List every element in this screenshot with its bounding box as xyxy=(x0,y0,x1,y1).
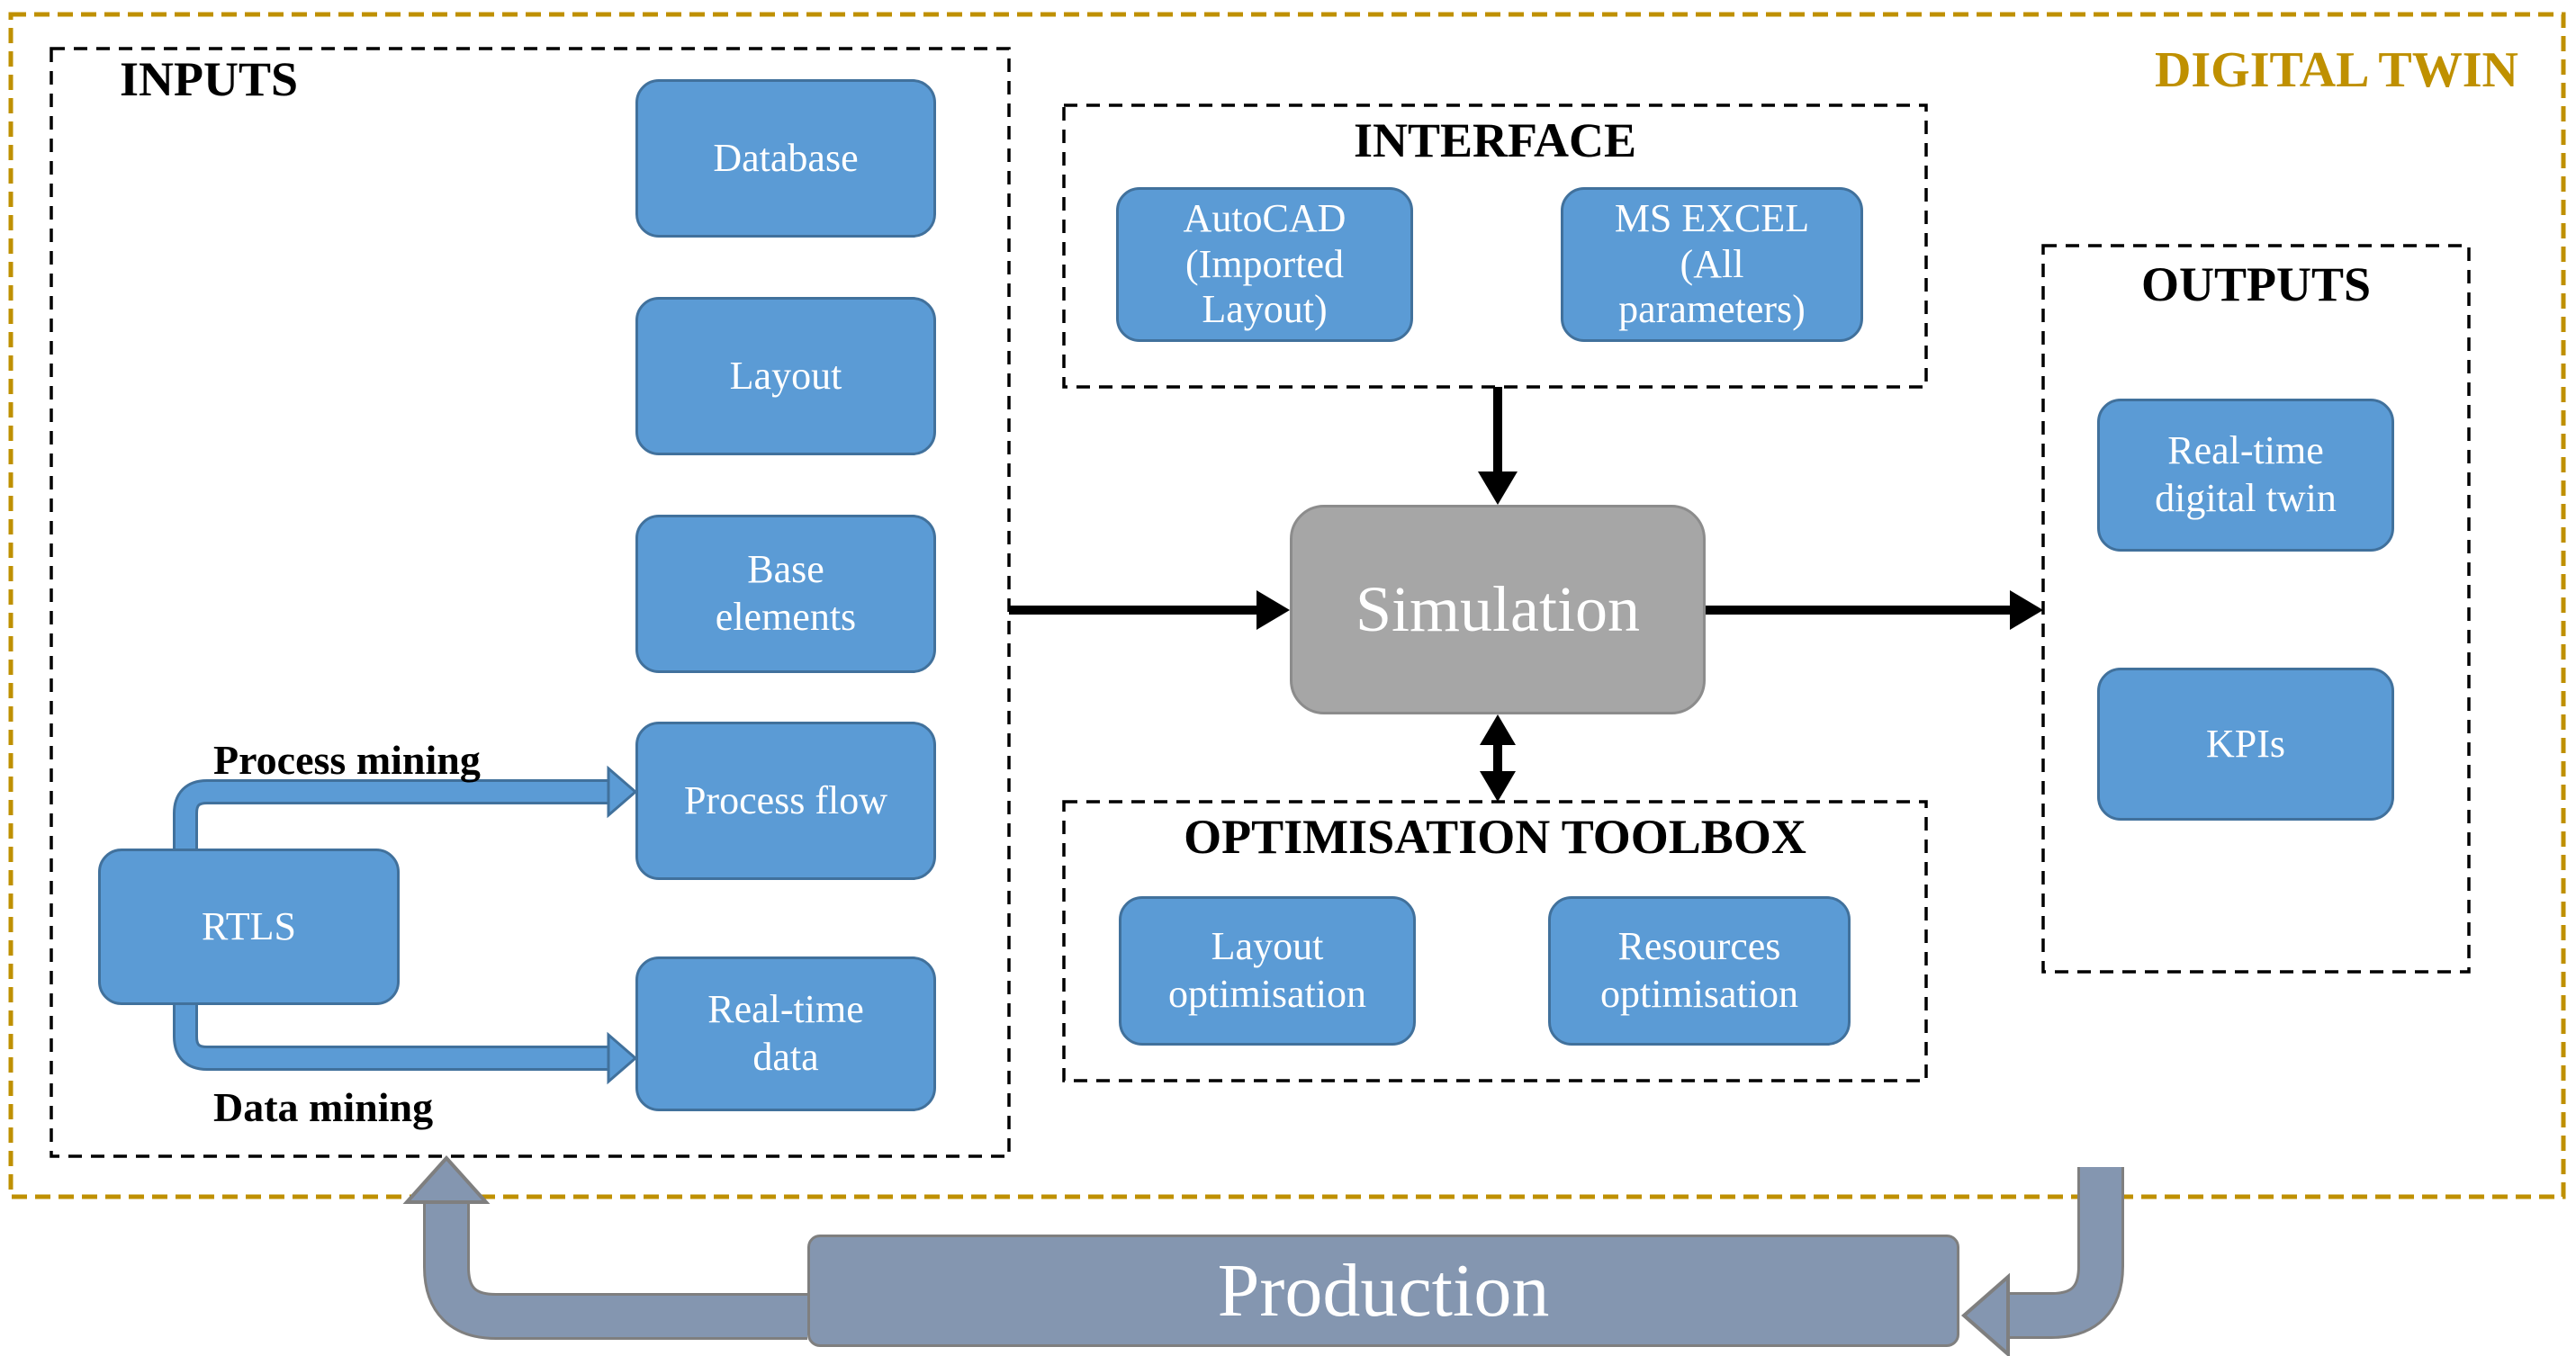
digital-twin-title: DIGITAL TWIN xyxy=(2154,42,2518,98)
node-autocad-line2: (Imported xyxy=(1185,241,1344,286)
node-base-elements-line2: elements xyxy=(715,595,857,639)
node-ms-excel-line1: MS EXCEL xyxy=(1614,196,1810,241)
interface-title: INTERFACE xyxy=(1353,113,1637,167)
node-kpis-label: KPIs xyxy=(2205,721,2286,766)
node-resources-optimisation-line1: Resources xyxy=(1617,924,1781,969)
node-simulation-label: Simulation xyxy=(1355,573,1641,645)
arrow-simulation-toolbox-bidirectional xyxy=(1480,714,1516,802)
digital-twin-dashed-border xyxy=(8,12,2566,1199)
node-process-flow-label: Process flow xyxy=(683,777,888,822)
node-ms-excel: MS EXCEL (All parameters) xyxy=(1561,187,1863,342)
node-database: Database xyxy=(635,79,936,238)
node-base-elements: Base elements xyxy=(635,515,936,673)
outputs-title: OUTPUTS xyxy=(2140,257,2372,311)
node-real-time-digital-twin-line1: Real-time xyxy=(2167,428,2324,473)
node-real-time-data-line2: data xyxy=(752,1035,819,1079)
node-real-time-data-line1: Real-time xyxy=(707,987,864,1032)
node-real-time-data: Real-time data xyxy=(635,956,936,1111)
node-ms-excel-line2: (All xyxy=(1680,241,1744,286)
node-base-elements-line1: Base xyxy=(747,547,824,592)
process-mining-label: Process mining xyxy=(213,737,481,783)
node-autocad-line3: Layout) xyxy=(1202,287,1328,332)
arrow-inputs-to-simulation xyxy=(1009,590,1290,630)
node-database-label: Database xyxy=(713,135,859,180)
arrow-simulation-to-outputs xyxy=(1706,590,2043,630)
node-layout: Layout xyxy=(635,297,936,455)
optimisation-toolbox-title: OPTIMISATION TOOLBOX xyxy=(1184,810,1806,864)
node-process-flow: Process flow xyxy=(635,722,936,880)
arrow-interface-to-simulation xyxy=(1478,387,1518,505)
loop-arrow-digital-twin-to-production xyxy=(1960,1167,2124,1356)
node-production: Production xyxy=(807,1235,1959,1347)
outputs-dashed-frame xyxy=(2041,244,2471,974)
node-simulation: Simulation xyxy=(1290,505,1706,714)
node-layout-optimisation: Layout optimisation xyxy=(1119,896,1416,1046)
node-real-time-digital-twin: Real-time digital twin xyxy=(2097,399,2394,552)
inputs-title: INPUTS xyxy=(120,52,299,106)
connector-rtls-to-process-flow xyxy=(173,765,638,851)
node-production-label: Production xyxy=(1217,1249,1550,1333)
node-autocad-line1: AutoCAD xyxy=(1183,196,1347,241)
node-rtls: RTLS xyxy=(98,849,400,1005)
optimisation-toolbox-dashed-frame xyxy=(1062,800,1928,1082)
node-resources-optimisation: Resources optimisation xyxy=(1548,896,1851,1046)
node-resources-optimisation-line2: optimisation xyxy=(1600,972,1798,1016)
data-mining-label: Data mining xyxy=(213,1084,434,1130)
node-layout-optimisation-line2: optimisation xyxy=(1168,972,1366,1016)
node-kpis: KPIs xyxy=(2097,668,2394,821)
inputs-dashed-frame xyxy=(50,47,1011,1158)
node-layout-optimisation-line1: Layout xyxy=(1211,924,1324,969)
node-layout-label: Layout xyxy=(729,353,842,398)
connector-rtls-to-real-time-data xyxy=(173,1002,638,1085)
node-rtls-label: RTLS xyxy=(202,903,296,948)
node-autocad: AutoCAD (Imported Layout) xyxy=(1116,187,1413,342)
node-ms-excel-line3: parameters) xyxy=(1618,287,1806,332)
loop-arrow-production-to-inputs xyxy=(402,1155,807,1340)
node-real-time-digital-twin-line2: digital twin xyxy=(2155,476,2337,520)
